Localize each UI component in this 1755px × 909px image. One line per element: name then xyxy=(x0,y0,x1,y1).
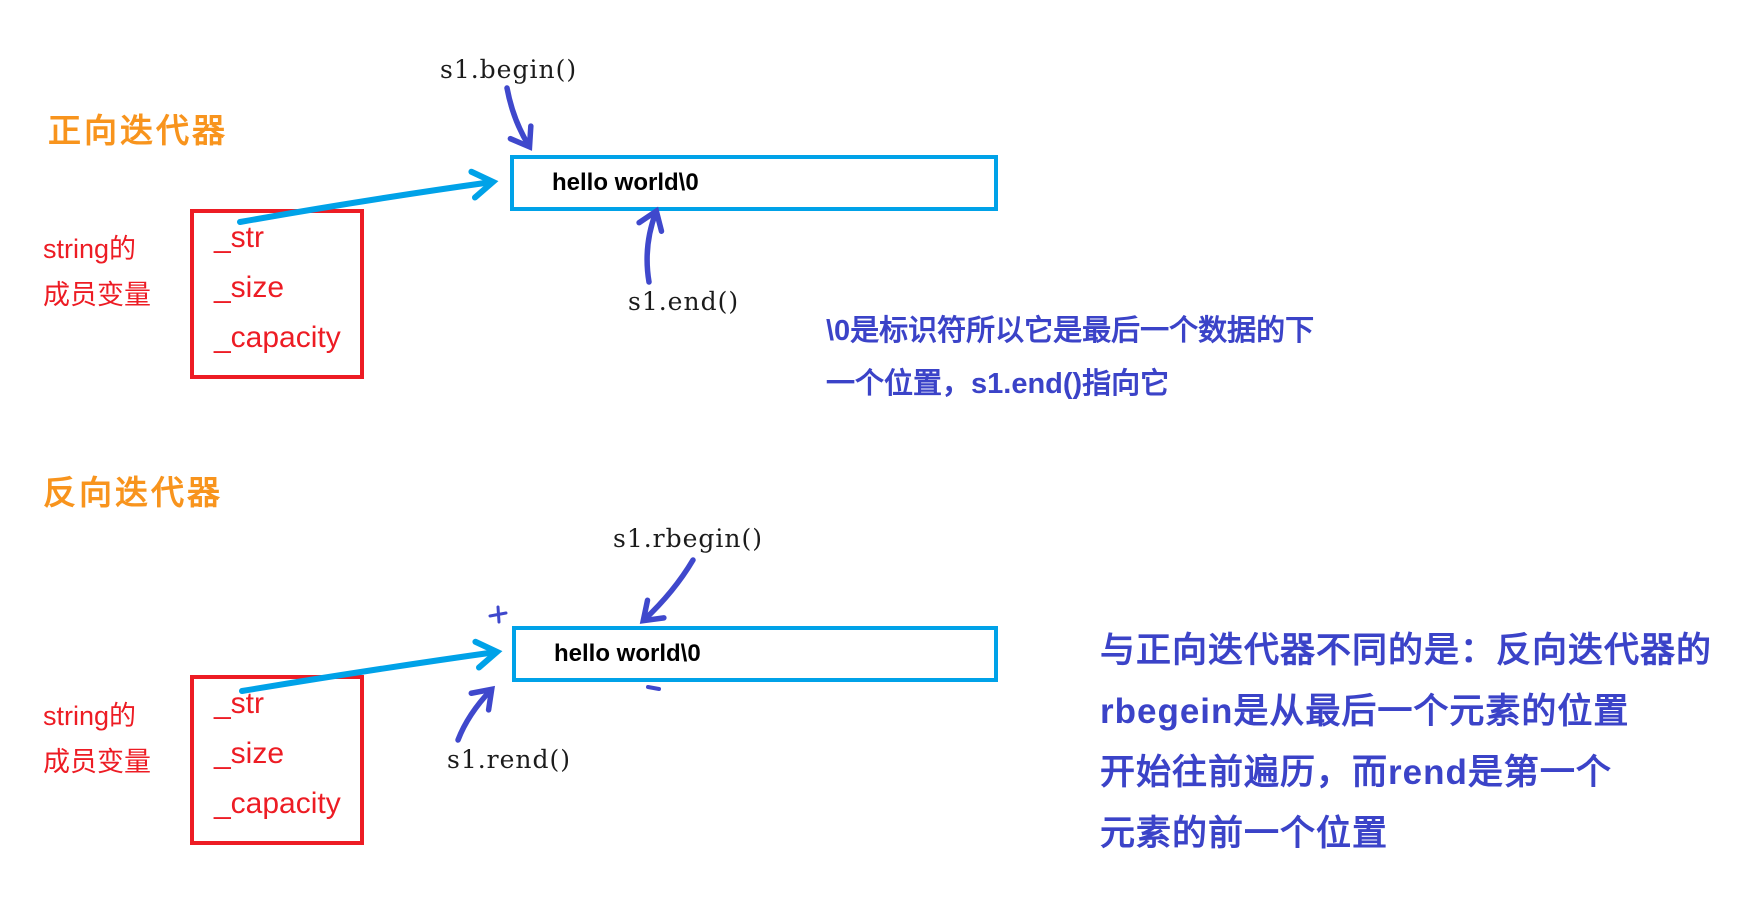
end-arrow xyxy=(636,206,665,285)
forward-buffer-text: hello world\0 xyxy=(552,169,699,196)
forward-note-line: 一个位置，s1.end()指向它 xyxy=(826,368,1170,400)
forward-note-line: \0是标识符所以它是最后一个数据的下 xyxy=(826,315,1315,347)
forward-owner-label-line2: 成员变量 xyxy=(43,280,151,310)
pen-dot-mark xyxy=(646,685,661,691)
reverse-note-line: 元素的前一个位置 xyxy=(1100,814,1389,853)
reverse-owner-label-line1: string的 xyxy=(43,701,137,731)
forward-note: \0是标识符所以它是最后一个数据的下 一个位置，s1.end()指向它 xyxy=(826,305,1314,411)
reverse-member-capacity: _capacity xyxy=(214,787,341,820)
rbegin-arrow xyxy=(639,557,696,624)
reverse-buffer-box: hello world\0 xyxy=(512,626,998,682)
forward-member-box: _str _size _capacity xyxy=(190,209,364,379)
forward-end-label: s1.end() xyxy=(628,287,740,316)
forward-member-capacity: _capacity xyxy=(214,321,341,354)
forward-iterator-heading: 正向迭代器 xyxy=(48,112,228,149)
forward-buffer-box: hello world\0 xyxy=(510,155,998,211)
begin-arrow xyxy=(504,85,534,151)
reverse-note-line: 与正向迭代器不同的是：反向迭代器的 xyxy=(1100,631,1713,670)
forward-member-str: _str xyxy=(214,221,265,254)
reverse-owner-label-line2: 成员变量 xyxy=(43,747,151,777)
forward-member-size: _size xyxy=(214,271,285,304)
forward-begin-label: s1.begin() xyxy=(440,55,578,84)
reverse-member-str: _str xyxy=(214,687,265,720)
reverse-iterator-heading: 反向迭代器 xyxy=(43,474,223,511)
forward-owner-label-line1: string的 xyxy=(43,234,137,264)
reverse-member-box: _str _size _capacity xyxy=(190,675,364,845)
reverse-member-size: _size xyxy=(214,737,285,770)
rend-arrow xyxy=(455,685,495,743)
pen-tick-mark xyxy=(488,605,508,624)
reverse-rend-label: s1.rend() xyxy=(447,745,572,774)
reverse-buffer-text: hello world\0 xyxy=(554,640,701,667)
reverse-rbegin-label: s1.rbegin() xyxy=(613,524,764,553)
reverse-note: 与正向迭代器不同的是：反向迭代器的 rbegein是从最后一个元素的位置 开始往… xyxy=(1100,620,1712,864)
reverse-note-line: rbegein是从最后一个元素的位置 xyxy=(1100,692,1630,731)
reverse-note-line: 开始往前遍历，而rend是第一个 xyxy=(1100,753,1612,792)
